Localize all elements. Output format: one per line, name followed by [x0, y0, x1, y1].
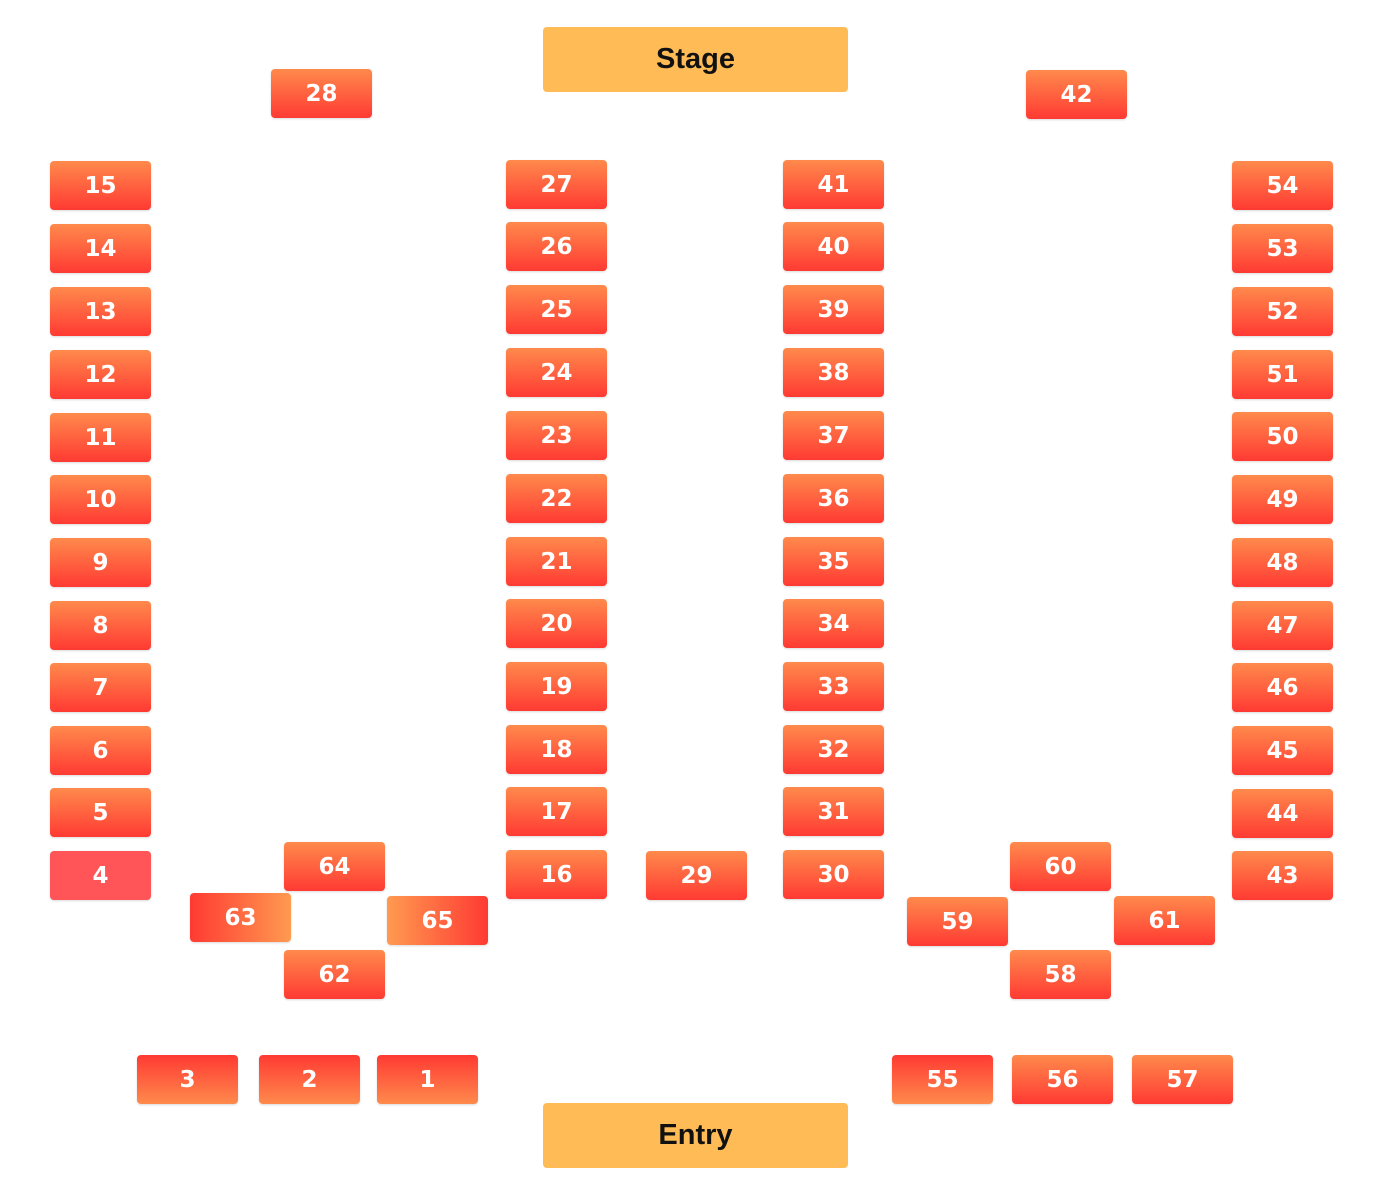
seat-35[interactable]: 35 — [783, 537, 884, 586]
seat-16[interactable]: 16 — [506, 850, 607, 899]
seat-24[interactable]: 24 — [506, 348, 607, 397]
seat-34[interactable]: 34 — [783, 599, 884, 648]
seat-28[interactable]: 28 — [271, 69, 372, 118]
seat-48[interactable]: 48 — [1232, 538, 1333, 587]
seat-25[interactable]: 25 — [506, 285, 607, 334]
seat-14[interactable]: 14 — [50, 224, 151, 273]
seat-49[interactable]: 49 — [1232, 475, 1333, 524]
seat-13[interactable]: 13 — [50, 287, 151, 336]
seat-57[interactable]: 57 — [1132, 1055, 1233, 1104]
seat-43[interactable]: 43 — [1232, 851, 1333, 900]
seat-20[interactable]: 20 — [506, 599, 607, 648]
seat-59[interactable]: 59 — [907, 897, 1008, 946]
seat-30[interactable]: 30 — [783, 850, 884, 899]
seat-29[interactable]: 29 — [646, 851, 747, 900]
seat-23[interactable]: 23 — [506, 411, 607, 460]
seat-33[interactable]: 33 — [783, 662, 884, 711]
seat-10[interactable]: 10 — [50, 475, 151, 524]
stage-label: Stage — [543, 27, 848, 92]
seat-50[interactable]: 50 — [1232, 412, 1333, 461]
seat-3[interactable]: 3 — [137, 1055, 238, 1104]
entry-label: Entry — [543, 1103, 848, 1168]
seat-26[interactable]: 26 — [506, 222, 607, 271]
seat-58[interactable]: 58 — [1010, 950, 1111, 999]
seat-53[interactable]: 53 — [1232, 224, 1333, 273]
seat-51[interactable]: 51 — [1232, 350, 1333, 399]
seat-12[interactable]: 12 — [50, 350, 151, 399]
seat-37[interactable]: 37 — [783, 411, 884, 460]
seat-39[interactable]: 39 — [783, 285, 884, 334]
seat-60[interactable]: 60 — [1010, 842, 1111, 891]
seat-44[interactable]: 44 — [1232, 789, 1333, 838]
seat-32[interactable]: 32 — [783, 725, 884, 774]
seat-15[interactable]: 15 — [50, 161, 151, 210]
seat-54[interactable]: 54 — [1232, 161, 1333, 210]
seat-9[interactable]: 9 — [50, 538, 151, 587]
seat-27[interactable]: 27 — [506, 160, 607, 209]
seat-52[interactable]: 52 — [1232, 287, 1333, 336]
seat-63[interactable]: 63 — [190, 893, 291, 942]
seat-4[interactable]: 4 — [50, 851, 151, 900]
seat-42[interactable]: 42 — [1026, 70, 1127, 119]
seat-22[interactable]: 22 — [506, 474, 607, 523]
seat-1[interactable]: 1 — [377, 1055, 478, 1104]
seat-2[interactable]: 2 — [259, 1055, 360, 1104]
seat-21[interactable]: 21 — [506, 537, 607, 586]
seat-46[interactable]: 46 — [1232, 663, 1333, 712]
seat-45[interactable]: 45 — [1232, 726, 1333, 775]
seat-5[interactable]: 5 — [50, 788, 151, 837]
seat-36[interactable]: 36 — [783, 474, 884, 523]
seat-7[interactable]: 7 — [50, 663, 151, 712]
seat-56[interactable]: 56 — [1012, 1055, 1113, 1104]
seat-40[interactable]: 40 — [783, 222, 884, 271]
seat-8[interactable]: 8 — [50, 601, 151, 650]
seat-31[interactable]: 31 — [783, 787, 884, 836]
seat-18[interactable]: 18 — [506, 725, 607, 774]
seat-64[interactable]: 64 — [284, 842, 385, 891]
seat-11[interactable]: 11 — [50, 413, 151, 462]
seat-65[interactable]: 65 — [387, 896, 488, 945]
seat-17[interactable]: 17 — [506, 787, 607, 836]
seat-38[interactable]: 38 — [783, 348, 884, 397]
seat-47[interactable]: 47 — [1232, 601, 1333, 650]
seat-6[interactable]: 6 — [50, 726, 151, 775]
seat-61[interactable]: 61 — [1114, 896, 1215, 945]
seat-41[interactable]: 41 — [783, 160, 884, 209]
seat-62[interactable]: 62 — [284, 950, 385, 999]
seat-19[interactable]: 19 — [506, 662, 607, 711]
seat-55[interactable]: 55 — [892, 1055, 993, 1104]
